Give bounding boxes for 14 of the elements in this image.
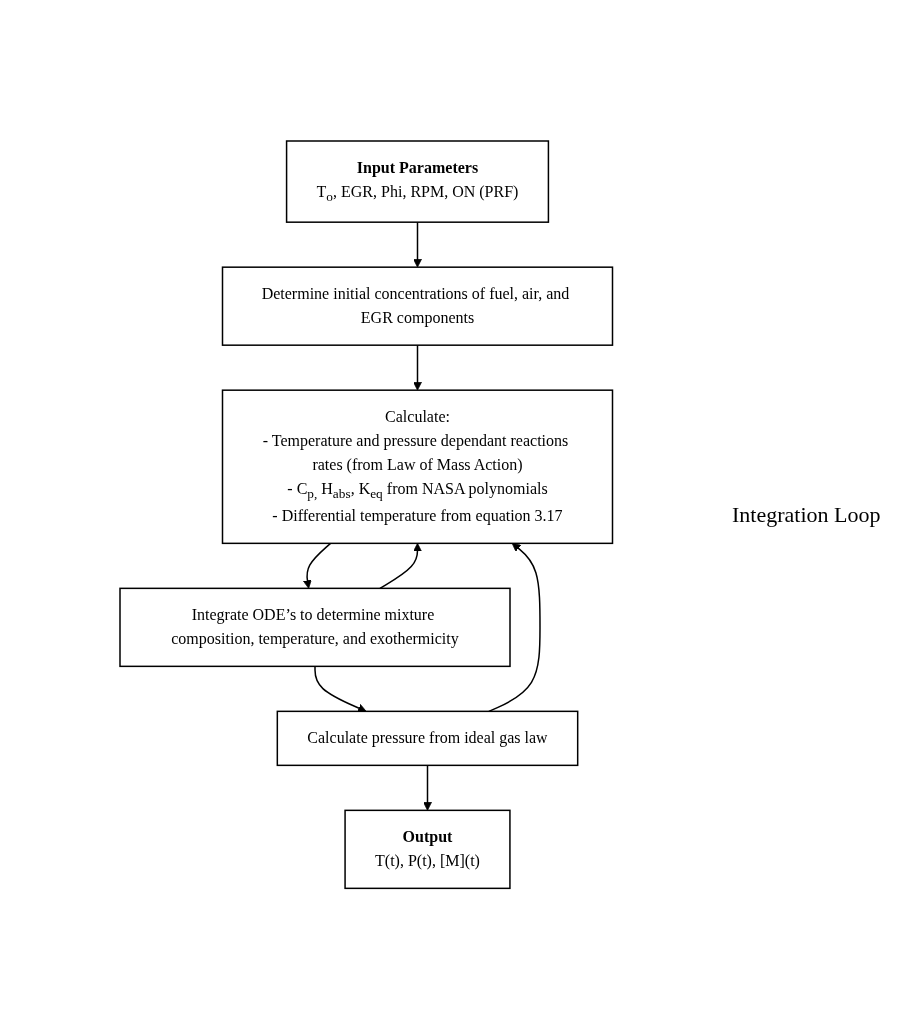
arrow	[422, 764, 432, 812]
node-box: Output T(t), P(t), [M](t)	[344, 809, 511, 890]
node-box: Calculate: - Temperature and pressure dependant reactions rates (from Law of Mass Action) - C$_{p,}$ H$_{abs}$, K$_{eq}$ from NASA polynomials - Differential temperature from equation 3.17	[221, 389, 613, 545]
node-box: Input Parameters T$_{o}$, EGR, Phi, RPM, ON (PRF)	[285, 140, 549, 224]
arrow	[412, 221, 422, 268]
node-box: Integrate ODE’s to determine mixture composition, temperature, and exothermicity	[119, 587, 511, 668]
loop-label: Integration Loop	[732, 502, 882, 528]
arrow	[302, 542, 332, 590]
arrow	[487, 543, 541, 713]
node-box: Determine initial concentrations of fuel, air, and EGR components	[221, 266, 613, 347]
node-box: Calculate pressure from ideal gas law	[276, 710, 579, 767]
arrow	[379, 543, 422, 590]
arrow	[314, 665, 367, 713]
arrow	[412, 344, 422, 391]
